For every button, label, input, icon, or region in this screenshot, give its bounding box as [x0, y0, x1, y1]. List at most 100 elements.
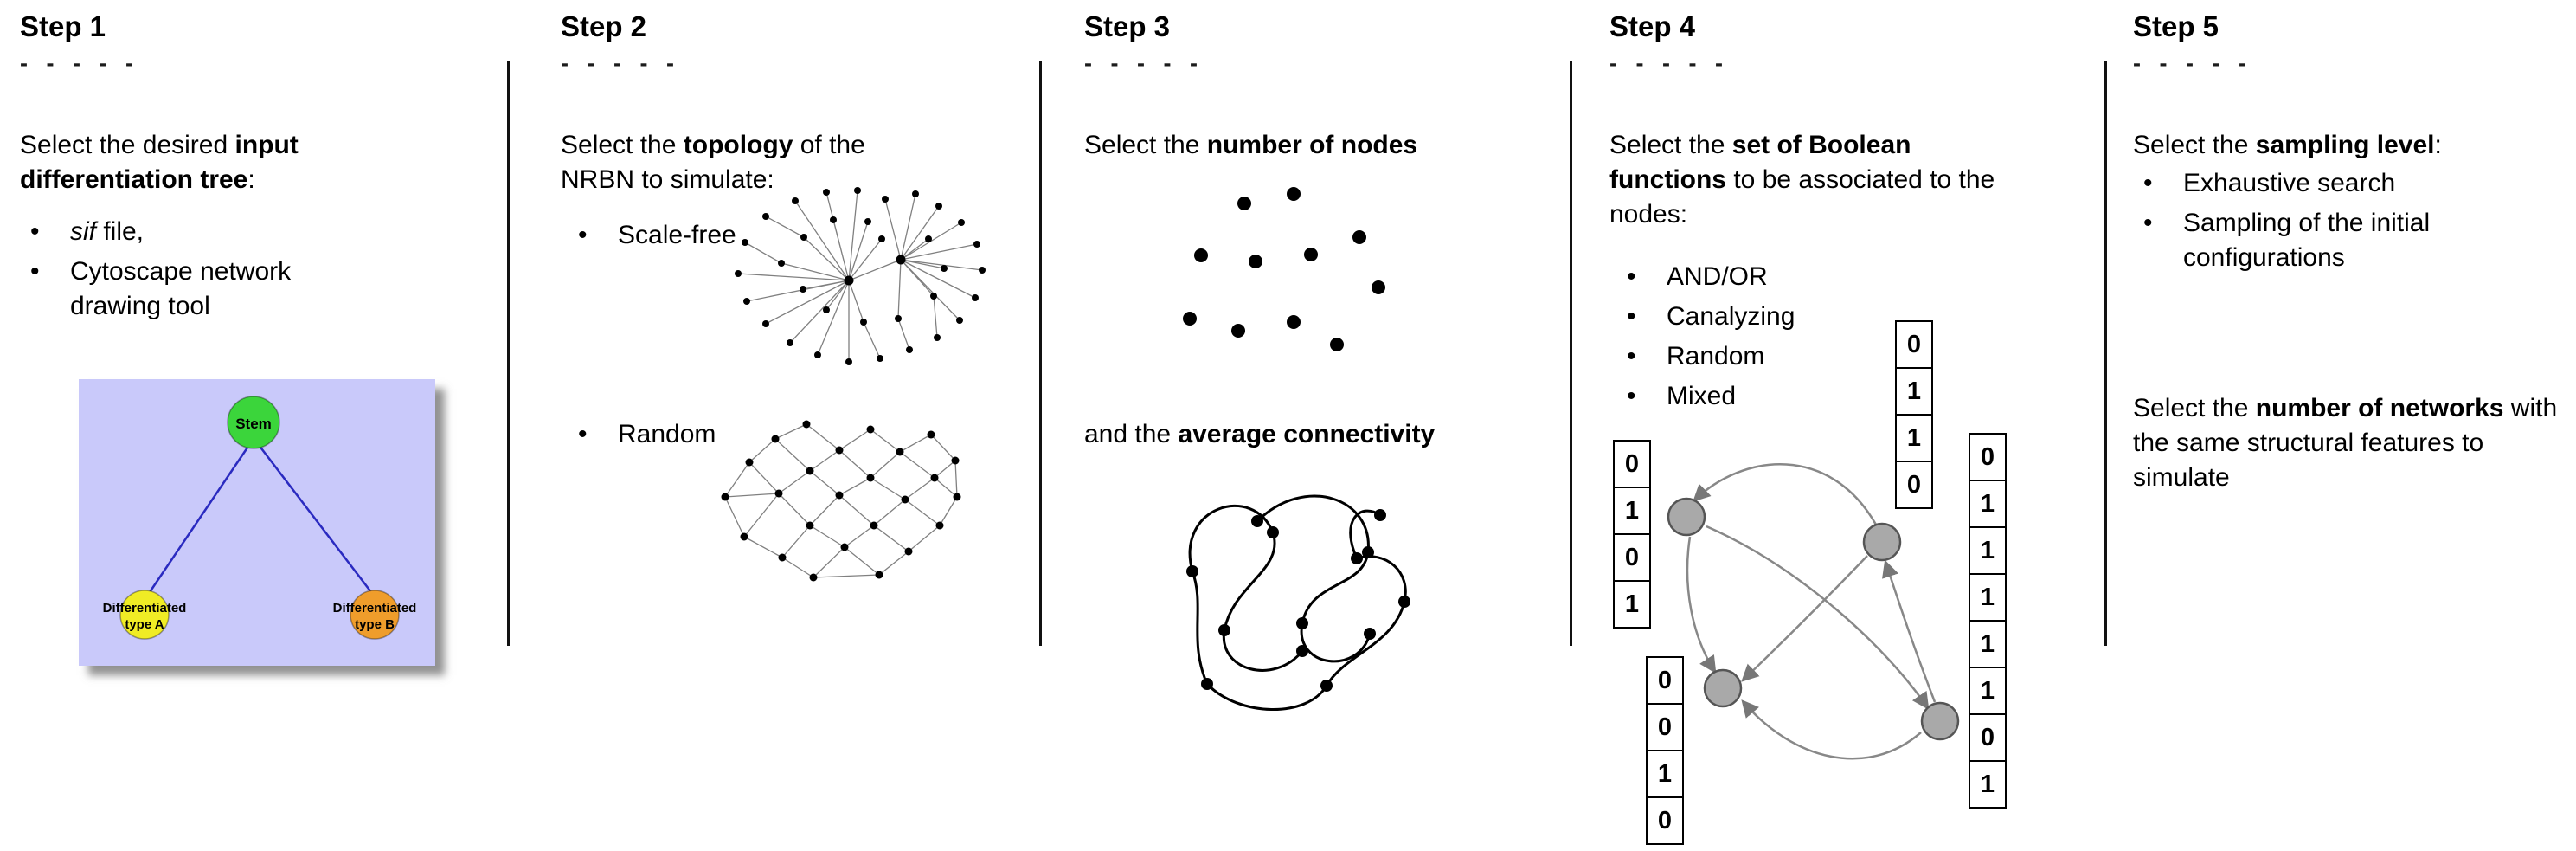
step4-intro-bold: set of Boolean functions — [1609, 131, 1911, 194]
step3-second-text: and the average connectivity — [1084, 417, 1551, 452]
step1-bullet-sif: • sif file, — [20, 215, 427, 249]
step3-intro-pre: Select the — [1084, 131, 1207, 159]
boolean-table-top: 0 1 1 0 — [1895, 320, 1933, 509]
step4-bullet-andor-label: AND/OR — [1667, 262, 1768, 291]
step4-bullet-list: • AND/OR • Canalyzing • Random • Mixed — [1616, 260, 1795, 419]
tangle-dots — [1186, 509, 1410, 692]
step1-bullet-cytoscape: • Cytoscape network drawing tool — [20, 255, 427, 324]
column-divider — [2104, 61, 2107, 646]
dashed-rule: - - - - - — [1084, 50, 1204, 76]
step3-intro-bold: number of nodes — [1206, 131, 1418, 159]
gene-node-a — [1667, 497, 1706, 537]
table-cell: 1 — [1613, 487, 1651, 535]
table-cell: 0 — [1646, 656, 1684, 705]
step1-bullet-sif-label: sif file, — [70, 215, 144, 249]
type-a-label-line1: Differentiated — [103, 601, 187, 616]
connectivity-tangle-graphic — [1186, 494, 1410, 711]
step5-intro-pre: Select the — [2133, 131, 2256, 159]
type-b-label-line2: type B — [355, 617, 395, 632]
type-b-label-line1: Differentiated — [333, 601, 417, 616]
scale-free-edges — [737, 190, 983, 362]
gene-node-d — [1920, 701, 1960, 741]
step2-intro-post: of the NRBN to simulate: — [561, 131, 865, 194]
step3-title: Step 3 — [1084, 10, 1171, 42]
step4-bullet-random: • Random — [1616, 339, 1795, 374]
type-a-node — [119, 590, 170, 640]
network-edges — [1686, 463, 1937, 760]
step2-intro-bold: topology — [683, 131, 793, 159]
table-cell: 1 — [1969, 480, 2007, 528]
boolean-table-right: 0 1 1 1 1 1 0 1 — [1969, 433, 2007, 809]
step4-intro-post: to be associated to the nodes: — [1609, 164, 1995, 229]
step4-bullet-andor: • AND/OR — [1616, 260, 1795, 294]
boolean-table-bottom: 0 0 1 0 — [1646, 656, 1684, 845]
random-nodes — [721, 420, 961, 582]
step1-bullet-list: • sif file, • Cytoscape network drawing … — [20, 215, 427, 329]
step5-second-bold: number of networks — [2255, 394, 2504, 422]
boolean-table-left: 0 1 0 1 — [1613, 440, 1651, 629]
bullet-icon: • — [1627, 262, 1636, 291]
table-cell: 0 — [1646, 796, 1684, 845]
table-cell: 0 — [1969, 433, 2007, 481]
bullet-icon: • — [2143, 208, 2153, 237]
differentiation-tree-graphic: Stem Differentiated type A Differentiate… — [79, 379, 435, 666]
bullet-icon: • — [1627, 381, 1636, 410]
bullet-icon: • — [1627, 301, 1636, 331]
bullet-icon: • — [30, 217, 40, 246]
boolean-network-graphic — [1667, 463, 1960, 760]
table-cell: 0 — [1895, 320, 1933, 369]
step5-second-pre: Select the — [2133, 394, 2256, 422]
step5-intro-bold: sampling level — [2255, 131, 2435, 159]
nodes-dots-graphic — [1183, 187, 1385, 351]
step2-intro: Select the topology of the NRBN to simul… — [561, 128, 933, 197]
scatter-dots — [1183, 187, 1385, 351]
dashed-rule: - - - - - — [2133, 50, 2252, 76]
column-divider — [1039, 61, 1042, 646]
step5-bullet-exhaustive-label: Exhaustive search — [2183, 169, 2396, 197]
step4-bullet-canalyzing: • Canalyzing — [1616, 300, 1795, 334]
step3-second-pre: and the — [1084, 420, 1179, 448]
tangle-curves — [1188, 494, 1407, 711]
random-edges — [724, 423, 958, 578]
step4-bullet-canalyzing-label: Canalyzing — [1667, 301, 1795, 331]
bullet-icon: • — [2143, 169, 2153, 197]
step4-bullet-mixed-label: Mixed — [1667, 381, 1737, 410]
tree-edge-left — [148, 444, 251, 593]
step1-intro-bold: input differentiation tree — [20, 131, 299, 194]
dashed-rule: - - - - - — [20, 50, 139, 76]
gene-node-b — [1862, 522, 1902, 562]
stem-label: Stem — [235, 416, 272, 432]
column-divider — [1570, 61, 1572, 646]
step1-intro: Select the desired input differentiation… — [20, 128, 470, 197]
step5-title: Step 5 — [2133, 10, 2219, 42]
scale-free-network-graphic — [735, 187, 986, 365]
step4-bullet-mixed: • Mixed — [1616, 379, 1795, 414]
table-cell: 0 — [1969, 713, 2007, 762]
step1-bullet-cytoscape-label: Cytoscape network drawing tool — [70, 256, 292, 320]
step2-bullet-scalefree-label: Scale-free — [618, 221, 736, 249]
bullet-icon: • — [578, 420, 588, 448]
step5-second-post: with the same structural features to sim… — [2133, 394, 2558, 492]
step1-intro-post: : — [247, 164, 255, 194]
step2-intro-pre: Select the — [561, 131, 684, 159]
step2-bullet-random-label: Random — [618, 420, 716, 448]
step5-networks-text: Select the number of networks with the s… — [2133, 391, 2566, 495]
table-cell: 1 — [1969, 573, 2007, 622]
column-divider — [507, 61, 510, 646]
step3-second-bold: average connectivity — [1178, 420, 1436, 448]
bullet-icon: • — [30, 256, 40, 286]
table-cell: 0 — [1646, 703, 1684, 751]
step4-bullet-random-label: Random — [1667, 341, 1765, 371]
tree-edge-right — [258, 444, 372, 593]
bullet-icon: • — [578, 221, 588, 249]
table-cell: 0 — [1613, 533, 1651, 582]
dashed-rule: - - - - - — [1609, 50, 1729, 76]
step2-bullet-random: • Random — [568, 417, 716, 457]
bullet-icon: • — [1627, 341, 1636, 371]
step5-intro: Select the sampling level: — [2133, 128, 2566, 163]
network-nodes — [1667, 497, 1960, 741]
table-cell: 1 — [1646, 750, 1684, 798]
table-cell: 1 — [1969, 760, 2007, 809]
differentiation-tree-image: Stem Differentiated type A Differentiate… — [79, 379, 435, 666]
